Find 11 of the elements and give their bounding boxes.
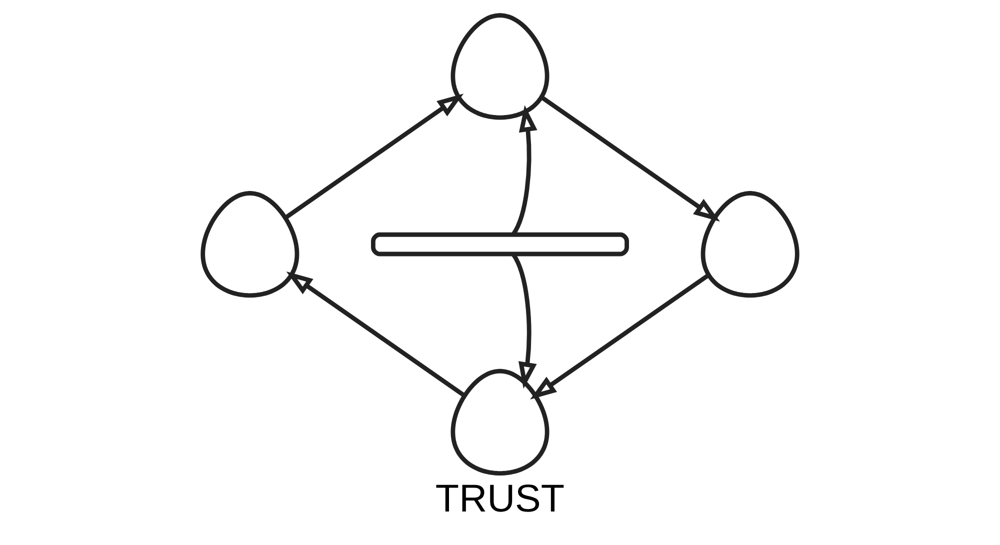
arrow	[286, 271, 466, 398]
node-person	[700, 191, 800, 298]
node-person	[200, 191, 300, 298]
caption: TRUST	[435, 477, 565, 520]
arrow	[511, 105, 538, 236]
arrow	[284, 94, 464, 220]
node-person	[450, 368, 550, 476]
arrow	[530, 273, 710, 400]
node-person	[450, 13, 550, 120]
arrow	[540, 96, 720, 222]
node-bar	[370, 232, 629, 256]
